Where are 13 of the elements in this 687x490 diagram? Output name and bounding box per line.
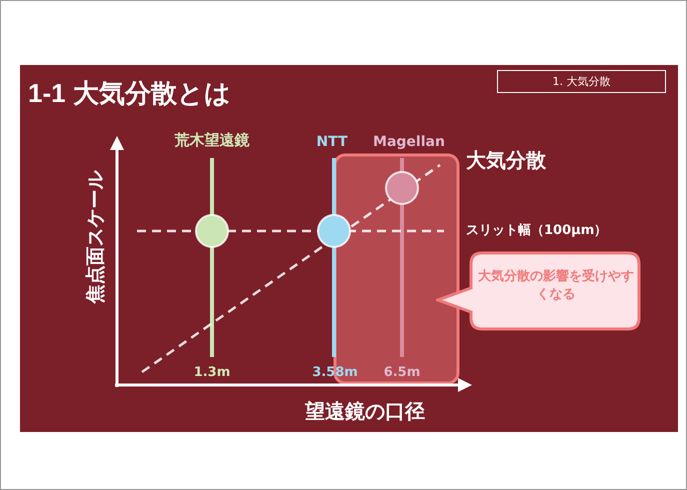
aperture-value: 6.5m <box>384 365 420 380</box>
callout-text: 大気分散の影響を受けやすくなる <box>478 268 634 304</box>
slide-title: 1-1 大気分散とは <box>28 77 231 110</box>
x-axis-label: 望遠鏡の口径 <box>305 398 425 425</box>
slit-width-label: スリット幅（100μm） <box>466 222 608 239</box>
telescope-name: 荒木望遠鏡 <box>174 131 250 150</box>
dispersion-label: 大気分散 <box>466 147 546 174</box>
telescope-name: Magellan <box>373 134 445 150</box>
y-axis-label: 焦点面スケール <box>83 170 107 303</box>
section-tag: 1. 大気分散 <box>497 70 666 93</box>
aperture-value: 3.58m <box>312 365 358 380</box>
aperture-value: 1.3m <box>194 365 230 380</box>
telescope-name: NTT <box>316 134 348 150</box>
